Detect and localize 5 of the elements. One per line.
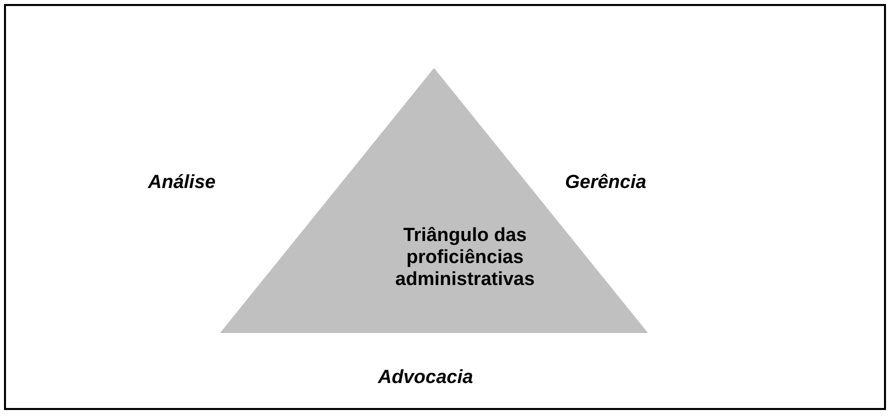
side-label: Advocacia — [378, 367, 474, 389]
side-label: Análise — [148, 172, 216, 194]
triangle-title: Triângulo das proficiências administrativas — [394, 225, 536, 291]
triangle-shape — [220, 68, 648, 333]
side-label: Gerência — [565, 172, 646, 194]
